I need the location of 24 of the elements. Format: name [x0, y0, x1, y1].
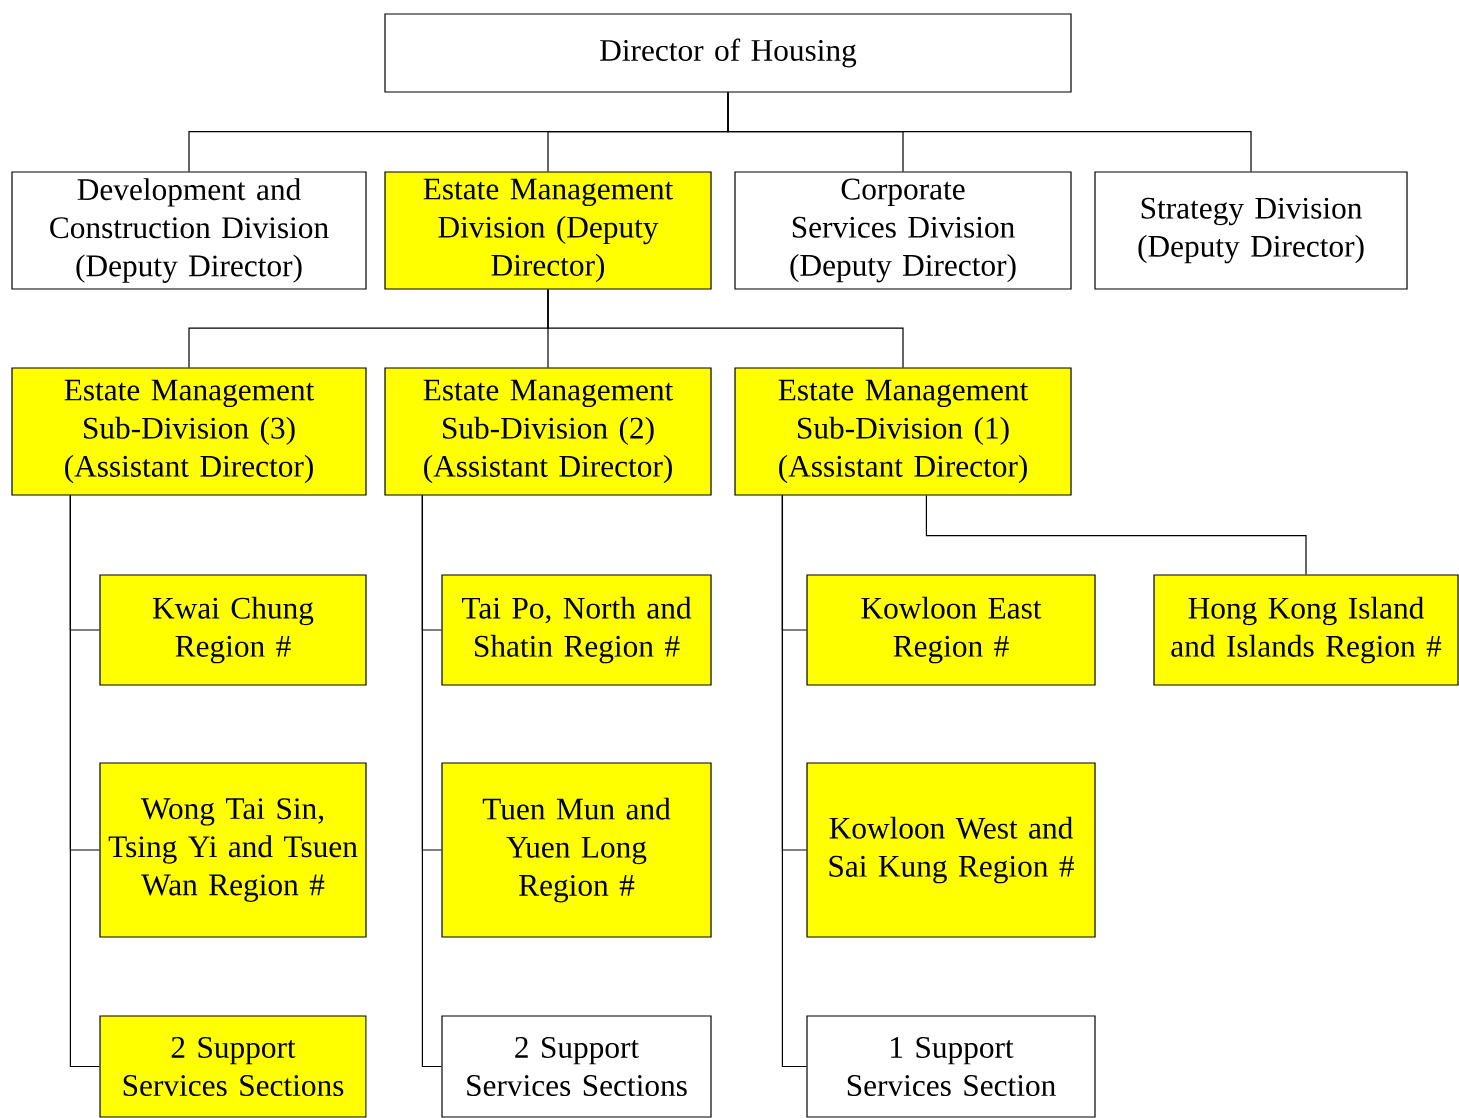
org-box: Corporate Services Division (Deputy Director) — [734, 171, 1072, 290]
org-box: 2 Support Services Sections — [441, 1015, 712, 1118]
org-box: Tai Po, North and Shatin Region # — [441, 574, 712, 686]
org-box: Kowloon East Region # — [806, 574, 1096, 686]
org-box: Estate Management Sub-Division (3) (Assistant Director) — [11, 367, 367, 496]
org-box: Wong Tai Sin, Tsing Yi and Tsuen Wan Region # — [99, 762, 367, 938]
org-box: Tuen Mun and Yuen Long Region # — [441, 762, 712, 938]
connector-line — [421, 495, 442, 1068]
org-box: Estate Management Sub-Division (2) (Assistant Director) — [384, 367, 712, 496]
org-box: Strategy Division (Deputy Director) — [1094, 171, 1408, 290]
connector-line — [925, 495, 1307, 575]
connector-line — [547, 289, 904, 368]
org-box: 1 Support Services Section — [806, 1015, 1096, 1118]
org-box: Kwai Chung Region # — [99, 574, 367, 686]
connector-line — [781, 495, 807, 1068]
org-box: Development and Construction Division (Deputy Director) — [11, 171, 367, 290]
org-box: Kowloon West and Sai Kung Region # — [806, 762, 1096, 938]
org-box: Director of Housing — [384, 13, 1072, 93]
org-box: Hong Kong Island and Islands Region # — [1153, 574, 1459, 686]
org-box: 2 Support Services Sections — [99, 1015, 367, 1118]
org-box: Estate Management Division (Deputy Director) — [384, 171, 712, 290]
connector-line — [727, 92, 1252, 172]
org-box: Estate Management Sub-Division (1) (Assistant Director) — [734, 367, 1072, 496]
connector-line — [69, 495, 100, 1068]
